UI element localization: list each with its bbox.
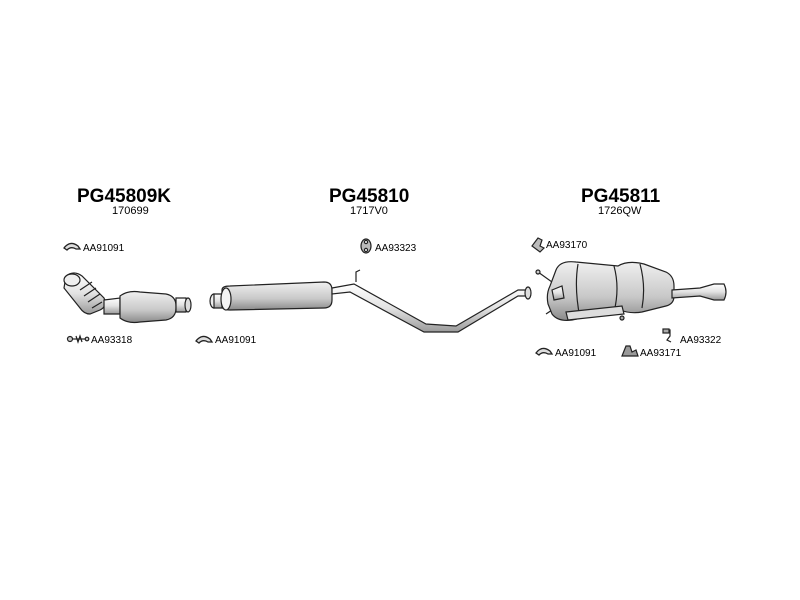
ref-number-rear: 1726QW — [598, 205, 642, 217]
intermediate-pipe — [209, 269, 532, 333]
ref-number-middle: 1717V0 — [350, 205, 388, 217]
accessory-label: AA93322 — [680, 335, 722, 346]
rear-silencer — [535, 261, 727, 321]
part-number-middle: PG45810 — [329, 186, 410, 207]
bolt-spring-icon — [66, 334, 90, 344]
bracket-icon — [531, 237, 546, 253]
rubber-hanger-icon — [360, 238, 372, 254]
accessory-label: AA91091 — [555, 348, 597, 359]
accessory-label: AA93170 — [546, 240, 588, 251]
accessory-label: AA91091 — [83, 243, 125, 254]
part-number-front: PG45809K — [77, 186, 172, 207]
clamp-icon — [195, 335, 214, 344]
mount-icon — [621, 345, 639, 357]
front-pipe-catalyst — [63, 272, 192, 324]
accessory-label: AA93171 — [640, 348, 682, 359]
ref-number-front: 170699 — [112, 205, 149, 217]
hook-icon — [662, 328, 672, 343]
accessory-label: AA91091 — [215, 335, 257, 346]
accessory-label: AA93318 — [91, 335, 133, 346]
accessory-label: AA93323 — [375, 243, 417, 254]
part-number-rear: PG45811 — [581, 186, 661, 207]
clamp-icon — [63, 242, 82, 251]
clamp-icon — [535, 347, 554, 356]
